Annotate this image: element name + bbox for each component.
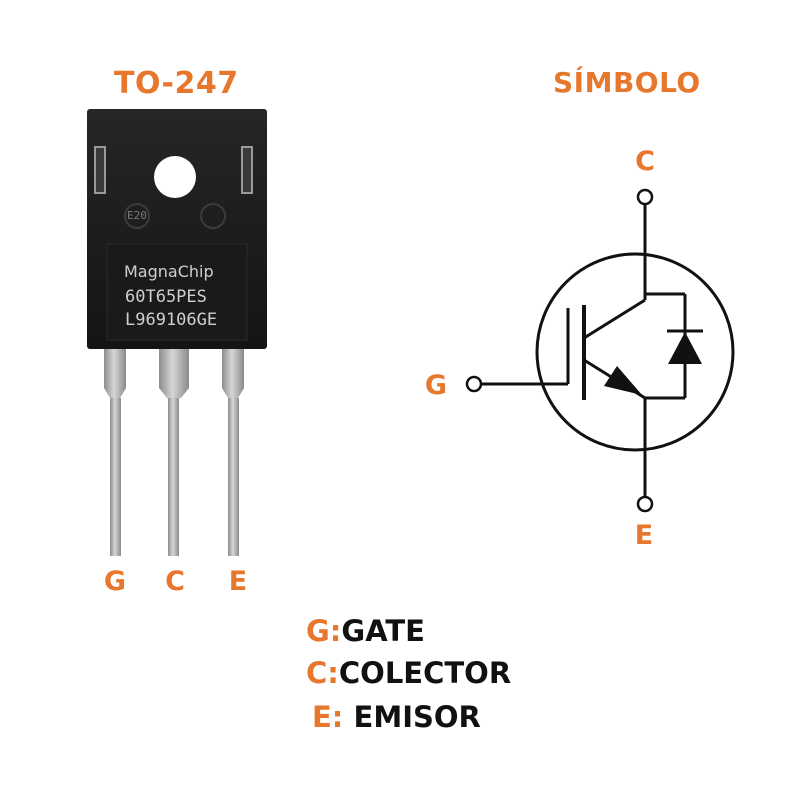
mold-code: E20 <box>127 209 147 222</box>
diode-triangle <box>668 332 702 364</box>
gate-terminal <box>465 375 483 393</box>
symbol-label-gate: G <box>424 370 448 401</box>
legend-value-collector: COLECTOR <box>338 656 512 690</box>
package-title: TO-247 <box>114 66 239 101</box>
pin-label-collector: C <box>165 566 185 597</box>
lead-collector <box>159 344 189 556</box>
legend-key-gate: G: <box>306 614 342 648</box>
mounting-hole <box>154 156 196 198</box>
symbol-title: SÍMBOLO <box>553 66 701 99</box>
lead-gate <box>104 344 126 556</box>
symbol-enclosure-circle <box>535 252 735 452</box>
lead-emitter <box>222 344 244 556</box>
emitter-arrow <box>604 366 642 395</box>
marking-part-number: 60T65PES <box>125 287 207 307</box>
legend-value-gate: GATE <box>341 614 425 648</box>
legend-value-emitter: EMISOR <box>353 700 481 734</box>
emitter-terminal <box>636 495 654 513</box>
marking-lot-code: L969106GE <box>125 310 218 330</box>
pin-label-emitter: E <box>228 566 248 597</box>
legend-key-emitter: E: <box>312 700 344 734</box>
legend-row-emitter: E: EMISOR <box>312 700 481 734</box>
legend-row-collector: C:COLECTOR <box>306 656 511 690</box>
symbol-label-collector: C <box>635 146 655 177</box>
legend-key-collector: C: <box>306 656 339 690</box>
legend-row-gate: G:GATE <box>306 614 425 648</box>
symbol-label-emitter: E <box>634 520 654 551</box>
collector-terminal <box>636 188 654 206</box>
package-body <box>87 109 267 349</box>
marking-brand: MagnaChip <box>124 262 214 281</box>
pin-label-gate: G <box>103 566 127 597</box>
